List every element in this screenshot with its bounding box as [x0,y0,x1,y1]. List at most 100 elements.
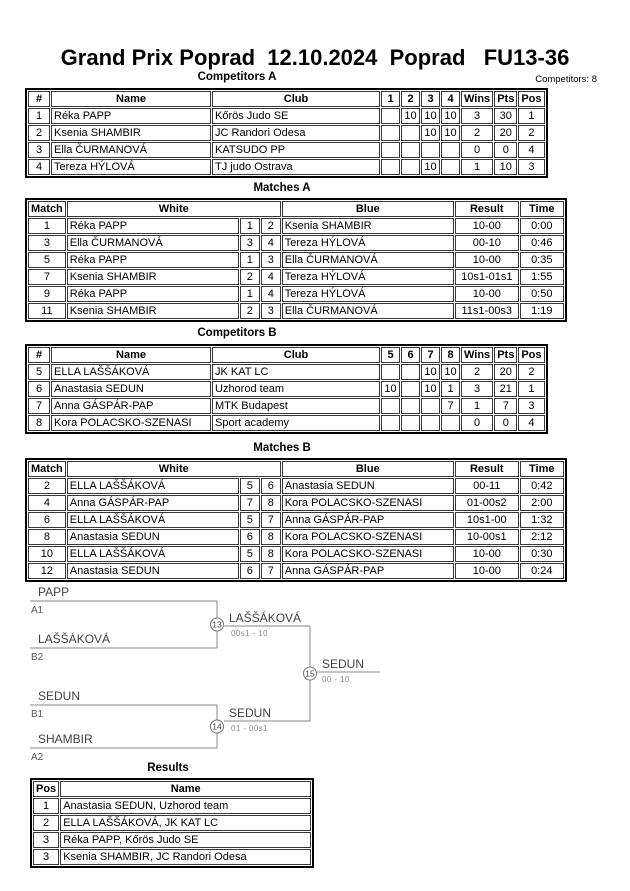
wins-value: 3 [461,108,494,124]
round-score [441,142,460,158]
competitors-count: Competitors: 8 [535,74,597,85]
round-score [401,415,420,431]
bracket-winner-name: LAŠŠÁKOVÁ [229,610,301,625]
table-row: 1 Réka PAPP 1 2 Ksenia SHAMBIR 10-00 0:0… [28,218,564,234]
white-name: Anna GÁSPÁR-PAP [66,495,239,511]
col-header-result: Result [454,201,519,217]
result-value: 10s1-00 [454,512,519,528]
round-score [421,398,440,414]
time-value: 2:12 [519,529,564,545]
table-row: 7 Anna GÁSPÁR-PAP MTK Budapest 7 1 7 3 [28,398,545,414]
round-score [421,142,440,158]
bracket-score: 01 - 00s1 [231,724,268,733]
col-header-blue: Blue [281,201,454,217]
bracket-score: 00s1 - 10 [231,629,268,638]
table-row: 11 Ksenia SHAMBIR 2 3 Ella ČURMANOVÁ 11s… [28,303,564,319]
col-header-match: Match [28,201,66,217]
round-score: 10 [401,108,420,124]
pts-value: 0 [494,142,518,158]
final-competitor: Réka PAPP, Kőrös Judo SE [60,832,312,848]
col-header-wins: Wins [461,91,494,107]
white-competitor-number: 6 [239,529,260,545]
competitors-a-table: # Name Club 1 2 3 4 Wins Pts Pos 1 Réka … [25,88,548,178]
result-value: 10-00 [454,563,519,579]
col-header-time: Time [519,201,564,217]
blue-name: Tereza HÝLOVÁ [281,286,454,302]
round-score: 10 [421,364,440,380]
competitor-club: Sport academy [212,415,380,431]
round-score [381,398,400,414]
table-row: 5 ELLA LAŠŠÁKOVÁ JK KAT LC 10 10 2 20 2 [28,364,545,380]
white-name: Ksenia SHAMBIR [66,269,239,285]
white-competitor-number: 6 [239,563,260,579]
final-competitor: Ksenia SHAMBIR, JC Randori Odesa [60,849,312,865]
col-header-round: 5 [381,347,400,363]
round-score [381,415,400,431]
match-number: 15 [305,669,315,679]
final-position: 1 [33,798,60,814]
white-competitor-number: 5 [239,512,260,528]
competitor-club: MTK Budapest [212,398,380,414]
blue-competitor-number: 8 [260,529,281,545]
white-competitor-number: 5 [239,546,260,562]
round-score [381,159,400,175]
header-row: Match White Blue Result Time [28,461,564,477]
col-header-num: # [28,91,50,107]
competitor-club: Uzhorod team [212,381,380,397]
competitor-name: Anna GÁSPÁR-PAP [51,398,211,414]
pos-value: 1 [518,381,545,397]
matches-a-table: Match White Blue Result Time 1 Réka PAPP… [25,198,567,322]
competitor-number: 6 [28,381,50,397]
bracket-winner-name: SEDUN [229,706,271,720]
white-name: Réka PAPP [66,218,239,234]
blue-name: Kora POLACSKO-SZENASI [281,529,454,545]
wins-value: 0 [461,142,494,158]
wins-value: 2 [461,125,494,141]
competitor-name: Réka PAPP [51,108,211,124]
col-header-pos: Pos [518,91,545,107]
blue-competitor-number: 7 [260,563,281,579]
blue-name: Ksenia SHAMBIR [281,218,454,234]
table-row: 1 Réka PAPP Kőrös Judo SE 10 10 10 3 30 … [28,108,545,124]
result-value: 10-00 [454,546,519,562]
white-name: Ella ČURMANOVÁ [66,235,239,251]
pts-value: 20 [494,364,518,380]
match-number: 1 [28,218,66,234]
round-score: 10 [441,108,460,124]
competitor-number: 3 [28,142,50,158]
final-bracket-diagram: PAPP A1 LAŠŠÁKOVÁ B2 SEDUN B1 SHAMBIR A2… [30,585,380,763]
wins-value: 0 [461,415,494,431]
round-score: 10 [421,125,440,141]
col-header-blue: Blue [281,461,454,477]
round-score: 10 [421,159,440,175]
competitor-number: 4 [28,159,50,175]
blue-competitor-number: 3 [260,303,281,319]
white-name: Anastasia SEDUN [66,529,239,545]
round-score [401,398,420,414]
col-header-name: Name [51,347,211,363]
result-value: 10-00 [454,218,519,234]
blue-name: Ella ČURMANOVÁ [281,252,454,268]
blue-name: Anna GÁSPÁR-PAP [281,512,454,528]
col-header-round: 7 [421,347,440,363]
col-header-round: 6 [401,347,420,363]
time-value: 0:42 [519,478,564,494]
white-competitor-number: 1 [239,218,260,234]
result-value: 10s1-01s1 [454,269,519,285]
blue-competitor-number: 4 [260,235,281,251]
table-row: 3 Ksenia SHAMBIR, JC Randori Odesa [33,849,312,865]
bracket-slot-name: SHAMBIR [38,732,93,746]
wins-value: 2 [461,364,494,380]
time-value: 0:30 [519,546,564,562]
table-row: 4 Anna GÁSPÁR-PAP 7 8 Kora POLACSKO-SZEN… [28,495,564,511]
table-row: 7 Ksenia SHAMBIR 2 4 Tereza HÝLOVÁ 10s1-… [28,269,564,285]
col-header-club: Club [212,347,380,363]
table-row: 6 ELLA LAŠŠÁKOVÁ 5 7 Anna GÁSPÁR-PAP 10s… [28,512,564,528]
result-value: 10-00s1 [454,529,519,545]
table-row: 3 Ella ČURMANOVÁ 3 4 Tereza HÝLOVÁ 00-10… [28,235,564,251]
time-value: 0:46 [519,235,564,251]
competitor-name: Kora POLACSKO-SZENASI [51,415,211,431]
result-value: 11s1-00s3 [454,303,519,319]
round-score [441,415,460,431]
pts-value: 10 [494,159,518,175]
